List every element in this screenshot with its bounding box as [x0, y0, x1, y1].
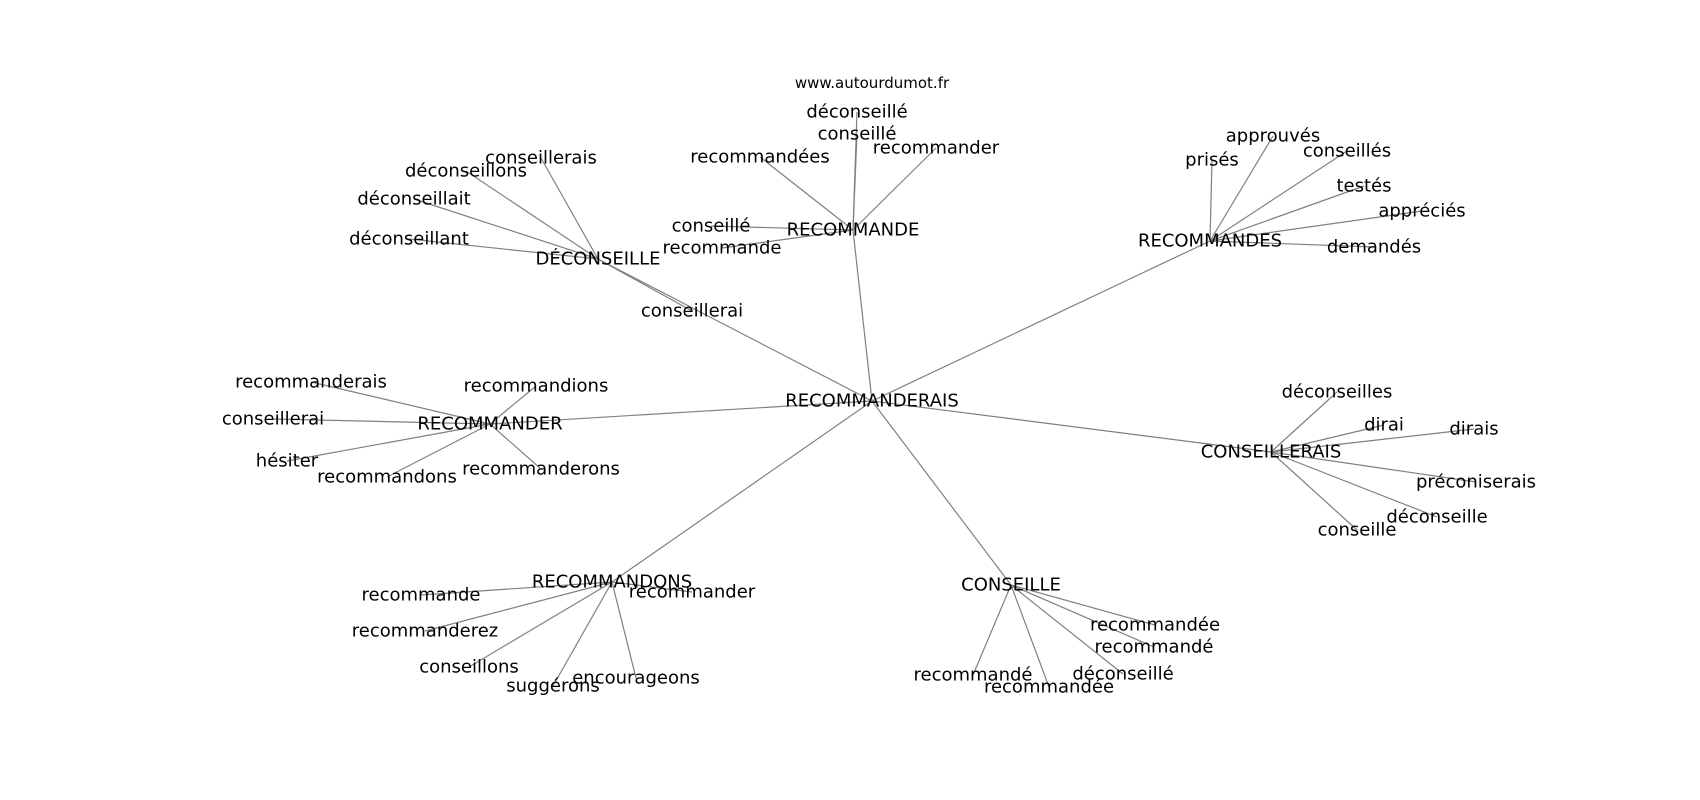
source-url: www.autourdumot.fr [795, 74, 950, 92]
leaf-node-label: demandés [1327, 237, 1421, 258]
leaf-node-label: conseille [1318, 520, 1397, 541]
edge-h3-leaf-15 [1209, 210, 1423, 242]
leaf-node-label: préconiserais [1416, 472, 1536, 493]
leaf-node-label: conseillés [1303, 141, 1391, 162]
leaf-node-label: hésiter [256, 451, 319, 472]
leaf-node-label: déconseillait [357, 189, 470, 210]
edge-h5-leaf-25 [1270, 428, 1475, 453]
leaf-node-label: recommanderez [352, 621, 499, 642]
leaf-node-label: testés [1336, 176, 1391, 197]
leaf-node-label: déconseilles [1282, 382, 1393, 403]
edge-center-h6 [611, 400, 873, 583]
leaf-node-label: recommander [629, 582, 756, 603]
edge-h6-leaf-34 [611, 581, 637, 679]
hub-node-label-h7: CONSEILLE [961, 575, 1061, 596]
leaf-node-label: déconseillant [349, 229, 469, 250]
edge-h5-leaf-26 [1270, 451, 1477, 483]
edge-h2-leaf-10 [721, 229, 854, 249]
edge-h1-leaf-3 [408, 238, 599, 260]
center-node-label: RECOMMANDERAIS [785, 391, 959, 412]
leaf-node-label: recommandé [1095, 637, 1214, 658]
edge-h7-leaf-36 [1010, 584, 1155, 648]
edge-h2-leaf-7 [852, 147, 937, 231]
leaf-node-label: conseillerai [641, 301, 743, 322]
hub-node-label-h1: DÉCONSEILLE [536, 248, 661, 270]
edge-h3-leaf-12 [1209, 159, 1213, 242]
hub-node-label-h5: CONSEILLERAIS [1201, 442, 1342, 463]
leaf-node-label: conseillerai [222, 409, 324, 430]
hub-node-label-h4: RECOMMANDER [417, 414, 562, 435]
leaf-node-label: conseillé [672, 216, 751, 237]
edge-h5-leaf-24 [1270, 424, 1385, 453]
edge-h7-leaf-35 [1010, 584, 1156, 626]
edge-h1-leaf-4 [597, 258, 693, 312]
leaf-node-label: encourageons [572, 668, 700, 689]
edge-h6-leaf-29 [420, 581, 613, 596]
leaf-node-label: déconseille [1386, 507, 1487, 528]
leaf-node-label: recommandées [690, 147, 829, 168]
leaf-node-label: recommande [663, 238, 782, 259]
edge-h2-leaf-9 [710, 225, 854, 231]
leaf-node-label: déconseillé [806, 102, 907, 123]
edge-h3-leaf-14 [1209, 185, 1365, 242]
leaf-node-label: recommandons [317, 467, 457, 488]
graph-edges [272, 111, 1477, 688]
leaf-node-label: recommandé [914, 665, 1033, 686]
edge-h4-leaf-17 [310, 381, 491, 425]
leaf-node-label: conseillons [419, 657, 519, 678]
edge-h7-leaf-39 [1010, 584, 1050, 688]
leaf-node-label: dirais [1449, 419, 1498, 440]
hub-node-label-h3: RECOMMANDES [1138, 231, 1282, 252]
leaf-node-label: recommander [873, 138, 1000, 159]
leaf-node-label: conseillerais [485, 148, 597, 169]
leaf-node-label: recommanderons [462, 459, 620, 480]
edge-h3-leaf-16 [1209, 240, 1375, 248]
edge-h5-leaf-28 [1270, 451, 1358, 531]
leaf-node-label: déconseillons [405, 161, 527, 182]
edge-h6-leaf-30 [611, 581, 693, 593]
edge-h5-leaf-27 [1270, 451, 1438, 518]
leaf-node-label: recommandée [984, 677, 1114, 698]
leaf-node-label: suggérons [506, 676, 600, 697]
leaf-node-label: appréciés [1378, 201, 1465, 222]
leaf-node-label: recommandions [464, 376, 609, 397]
leaf-node-label: conseillé [818, 124, 897, 145]
edge-center-h7 [871, 400, 1012, 586]
edge-h7-leaf-38 [1010, 584, 1124, 675]
leaf-node-label: prisés [1185, 150, 1239, 171]
edge-h5-leaf-23 [1270, 391, 1338, 453]
edge-center-h5 [871, 400, 1272, 453]
leaf-node-label: approuvés [1226, 126, 1320, 147]
edge-h3-leaf-11 [1209, 135, 1274, 242]
edge-h6-leaf-33 [552, 581, 613, 687]
edge-h1-leaf-1 [465, 170, 599, 260]
hub-node-label-h2: RECOMMANDE [787, 220, 920, 241]
edge-center-h4 [489, 400, 873, 425]
edge-h4-leaf-22 [489, 423, 542, 470]
edge-h4-leaf-18 [489, 385, 537, 425]
leaf-node-label: recommanderais [235, 372, 387, 393]
edge-h6-leaf-31 [424, 581, 613, 632]
edge-center-h3 [871, 240, 1211, 402]
edge-h1-leaf-0 [540, 157, 599, 260]
edge-h6-leaf-32 [468, 581, 613, 668]
edge-h4-leaf-19 [272, 418, 491, 425]
hub-node-label-h6: RECOMMANDONS [532, 572, 692, 593]
edge-h2-leaf-6 [852, 133, 858, 231]
edge-h7-leaf-37 [972, 584, 1012, 676]
leaf-node-label: dirai [1364, 415, 1404, 436]
edge-h3-leaf-13 [1209, 150, 1348, 242]
edge-h4-leaf-21 [386, 423, 491, 478]
graph-labels: RECOMMANDERAIS DÉCONSEILLE RECOMMANDE RECOM… [222, 102, 1536, 698]
edge-h2-leaf-8 [759, 156, 854, 231]
edge-h1-leaf-2 [413, 198, 599, 260]
edge-h4-leaf-20 [286, 423, 491, 462]
leaf-node-label: déconseillé [1072, 664, 1173, 685]
leaf-node-label: recommande [362, 585, 481, 606]
leaf-node-label: recommandée [1090, 615, 1220, 636]
edge-center-h2 [852, 229, 873, 402]
edge-center-h1 [597, 258, 873, 402]
